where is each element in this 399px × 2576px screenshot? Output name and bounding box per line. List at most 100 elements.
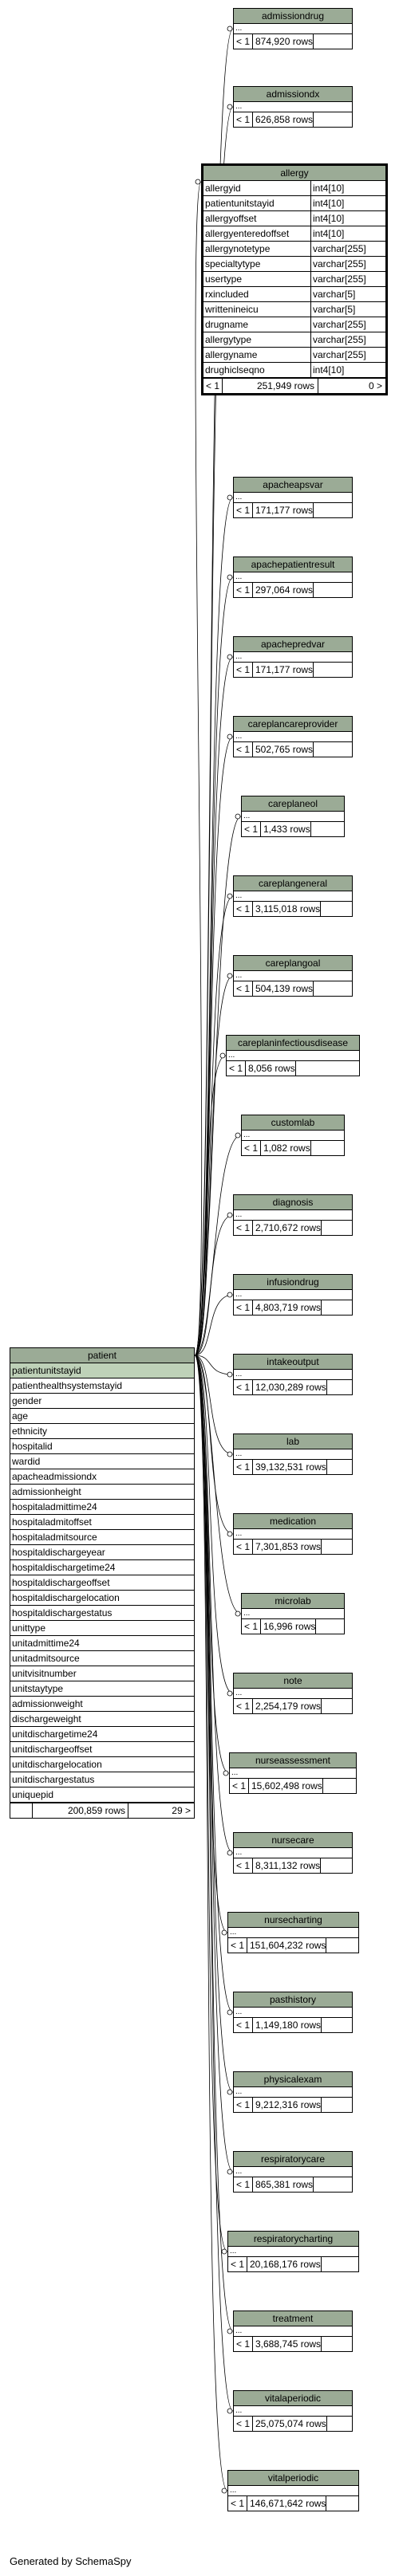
- column-row: hospitaldischargeoffset: [10, 1575, 194, 1591]
- column-type: int4[10]: [313, 228, 345, 239]
- column-name: unitvisitnumber: [12, 1668, 77, 1679]
- crowfoot-marker: [227, 2169, 233, 2175]
- table-name: vitalperiodic: [228, 2471, 358, 2486]
- table-name: admissiondrug: [234, 9, 352, 24]
- table-name: treatment: [234, 2311, 352, 2326]
- row-count: 3,115,018 rows: [253, 902, 322, 916]
- less-than: < 1: [234, 34, 253, 49]
- crowfoot-marker: [227, 574, 233, 580]
- spacer: [311, 822, 344, 836]
- crowfoot-marker: [223, 1770, 229, 1776]
- collapsed-columns: ...: [234, 2406, 352, 2417]
- collapsed-columns: ...: [234, 971, 352, 981]
- column-name: hospitaladmitsource: [12, 1532, 97, 1543]
- column-name: drugname: [203, 317, 311, 332]
- column-name: unitdischargelocation: [12, 1759, 102, 1770]
- row-count: 1,082 rows: [261, 1141, 311, 1155]
- row-count: 1,433 rows: [261, 822, 311, 836]
- column-name: unitstaytype: [12, 1683, 64, 1694]
- collapsed-columns: ...: [234, 1689, 352, 1699]
- column-name: hospitaldischargelocation: [12, 1592, 120, 1603]
- table-name: apachepredvar: [234, 637, 352, 652]
- column-row: uniquepid: [10, 1787, 194, 1803]
- crowfoot-marker: [227, 1690, 233, 1697]
- crowfoot-marker: [227, 494, 233, 501]
- children-count: 0 >: [368, 380, 382, 391]
- table-name: note: [234, 1673, 352, 1689]
- collapsed-columns: ...: [230, 1768, 356, 1779]
- crowfoot-marker: [235, 1132, 241, 1139]
- crowfoot-marker: [221, 2248, 227, 2255]
- column-name: gender: [12, 1395, 42, 1406]
- edge-note: [194, 1355, 234, 1694]
- less-than: < 1: [242, 1141, 261, 1155]
- spacer: [10, 1803, 33, 1818]
- collapsed-columns: ...: [234, 732, 352, 742]
- crowfoot-marker: [219, 1052, 226, 1059]
- spacer: [314, 503, 352, 517]
- column-row: hospitaladmitoffset: [10, 1515, 194, 1530]
- column-row: unitadmittime24: [10, 1636, 194, 1651]
- row-count: 171,177 rows: [253, 663, 314, 677]
- column-row: patientunitstayid: [10, 1363, 194, 1378]
- column-name: unittype: [12, 1622, 46, 1634]
- collapsed-columns: ...: [234, 1370, 352, 1380]
- spacer: [314, 583, 352, 597]
- column-name: unitadmitsource: [12, 1653, 80, 1664]
- edge-physicalexam: [194, 1355, 234, 2093]
- column-name: unitdischargestatus: [12, 1774, 95, 1785]
- table-name: careplangeneral: [234, 876, 352, 891]
- collapsed-columns: ...: [234, 102, 352, 112]
- crowfoot-marker: [227, 1292, 233, 1298]
- column-row: unitadmitsource: [10, 1651, 194, 1666]
- collapsed-columns: ...: [234, 2326, 352, 2337]
- column-type: varchar[255]: [313, 349, 366, 360]
- column-name: unitdischargeoffset: [12, 1744, 93, 1755]
- edge-careplancareprovider: [194, 736, 234, 1356]
- column-row: unitdischargelocation: [10, 1757, 194, 1772]
- column-name: admissionweight: [12, 1698, 83, 1709]
- less-than: < 1: [234, 1540, 253, 1554]
- less-than: < 1: [242, 1619, 261, 1634]
